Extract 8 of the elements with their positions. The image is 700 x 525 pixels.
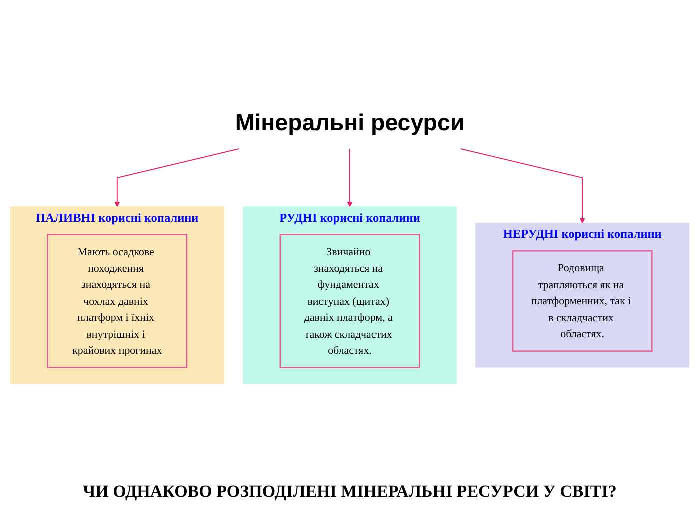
node-box: Родовища трапляються як на платформенних, так і в складчастих областях. [512,250,653,352]
caption: ЧИ ОДНАКОВО РОЗПОДІЛЕНІ МІНЕРАЛЬНІ РЕСУРСИ У СВІТІ? [83,482,617,502]
node-box: Мають осадкове походження знаходяться на чохлах давніх платформ і їхніх внутрішніх і крайових прогинах [47,234,188,368]
arrow [347,148,353,208]
arrow [460,148,586,224]
arrow [114,148,240,208]
node-box: Звичайно знаходяться на фундаментах виступах (щитах) давніх платформ, а також складчастих областях. [280,234,420,368]
node-text: Мінеральні ресурси [235,109,465,136]
